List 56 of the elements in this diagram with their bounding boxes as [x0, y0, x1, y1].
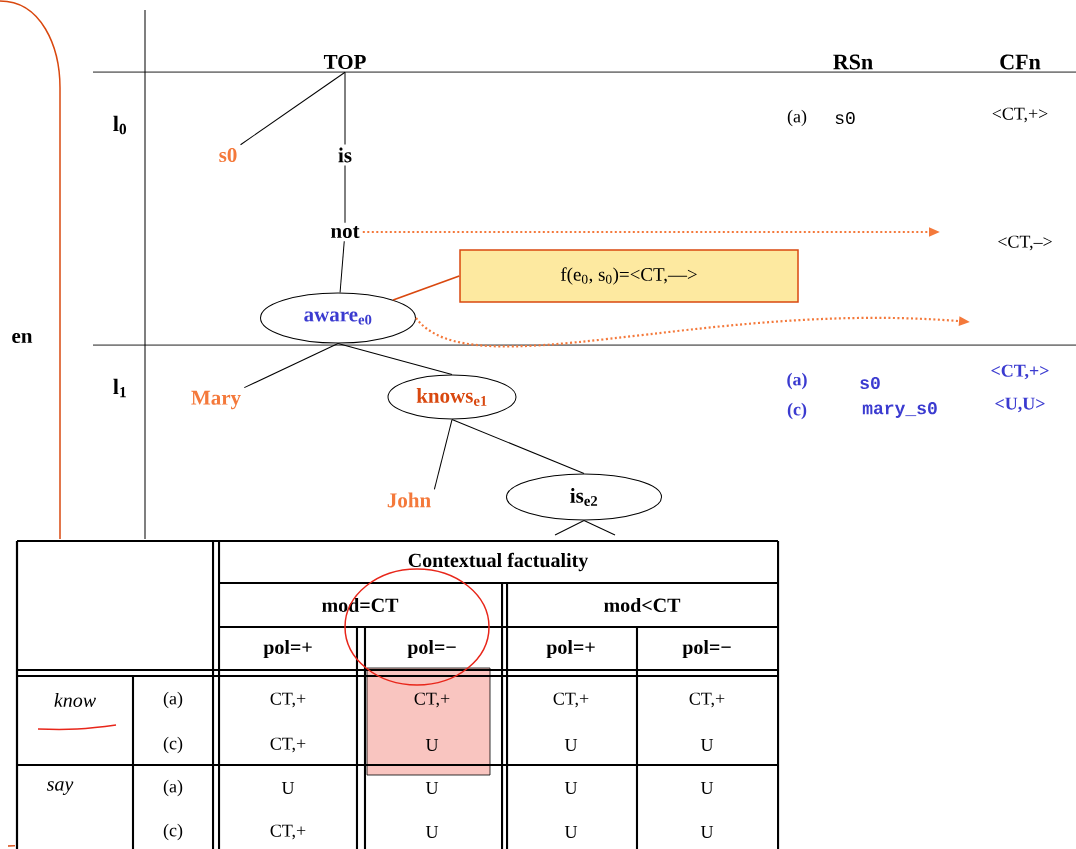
leader-line: [392, 275, 461, 301]
formula-box: f(e$_{0}$, s$_{0}$)=<CT,—>: [459, 249, 799, 303]
value-label: <CT,+>: [992, 107, 1048, 123]
table-cell: CT,+: [553, 692, 589, 708]
table-cell: CT,+: [270, 824, 306, 840]
level-label: l$_{0}$: [113, 115, 127, 135]
item-label: (a): [787, 109, 807, 127]
item-label: (c): [787, 402, 807, 420]
tree-branch: [243, 343, 339, 389]
tree-word: s0: [219, 147, 237, 163]
column-heading: RSn: [833, 54, 873, 70]
table-cell: U: [700, 782, 714, 794]
table-cell: mod<CT: [604, 597, 681, 613]
variable-name: mary_s0: [862, 402, 937, 418]
tree-branch: [451, 419, 585, 474]
table-cell: (a): [163, 691, 183, 709]
table-cell: pol=−: [682, 639, 731, 659]
table-cell: U: [425, 739, 439, 751]
table-cell: (a): [163, 779, 183, 797]
table-cell: U: [564, 782, 578, 794]
table-cell: pol=−: [407, 639, 456, 659]
value-label: <CT,–>: [998, 235, 1052, 251]
tree-branch: [344, 165, 346, 224]
table-cell: U: [564, 826, 578, 838]
table-cell: U: [281, 782, 295, 794]
table-cell: CT,+: [270, 737, 306, 753]
table-cell: U: [700, 826, 714, 838]
item-label: (a): [787, 372, 807, 390]
table-cell: pol=+: [263, 639, 312, 659]
value-label: <CT,+>: [991, 364, 1049, 380]
table-cell: U: [700, 739, 714, 751]
table-cell: CT,+: [414, 692, 450, 708]
table-cell: Contextual factuality: [408, 552, 589, 572]
table-cell: (c): [163, 736, 183, 754]
tree-word: is: [338, 147, 352, 163]
table-cell: (c): [163, 823, 183, 841]
tree-word: TOP: [323, 54, 366, 70]
table-cell: CT,+: [270, 692, 306, 708]
table-cell: U: [425, 782, 439, 794]
tree-branch: [337, 343, 453, 375]
tree-branch: [339, 240, 345, 293]
value-label: <U,U>: [995, 397, 1045, 413]
variable-name: s0: [860, 376, 880, 390]
table-cell: pol=+: [546, 639, 595, 659]
level-label: l$_{1}$: [113, 378, 126, 398]
table-cell: CT,+: [689, 692, 725, 708]
tree-branch: [433, 419, 453, 490]
column-heading: CFn: [1000, 54, 1041, 70]
tree-branch: [240, 71, 346, 146]
variable-name: s0: [835, 111, 855, 125]
table-cell: U: [425, 826, 439, 838]
table-cell: U: [564, 739, 578, 751]
tree-word: not: [331, 226, 360, 238]
tree-word: John: [387, 492, 431, 508]
tree-branch: [344, 71, 346, 145]
tree-word: Mary: [191, 390, 241, 410]
